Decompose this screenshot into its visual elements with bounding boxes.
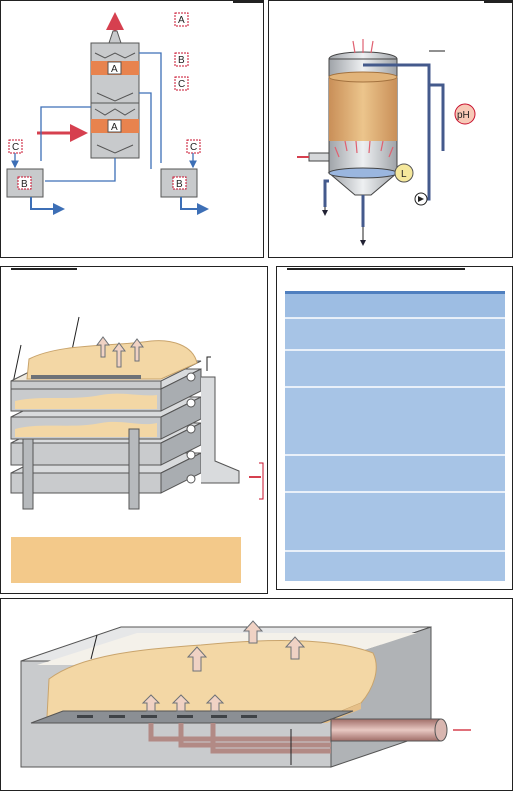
air-distribution-pipes <box>148 723 331 754</box>
tray-stack <box>10 340 202 494</box>
svg-text:B: B <box>176 179 183 190</box>
blue-pipes <box>11 52 209 215</box>
svg-text:A: A <box>111 64 118 75</box>
svg-text:C: C <box>12 142 19 153</box>
table-row-dividers <box>285 317 505 552</box>
table-body <box>285 291 505 581</box>
panel-b-reactor: pH L <box>268 0 513 258</box>
caption-box <box>11 537 241 583</box>
panel-b-drawing: pH L <box>297 1 512 246</box>
ph-sensor: pH <box>454 103 476 125</box>
svg-text:B: B <box>21 179 28 190</box>
panel-c-drawing <box>10 268 264 583</box>
svg-text:A: A <box>178 15 185 26</box>
label-a-upper: A <box>107 61 122 75</box>
substrate-bed <box>46 640 377 718</box>
label-b-right-top: B <box>174 52 189 67</box>
table-header-row <box>285 294 505 318</box>
airflow-arrows <box>141 620 306 712</box>
air-manifold <box>201 376 240 484</box>
label-a-lower: A <box>107 119 122 133</box>
svg-text:C: C <box>190 142 197 153</box>
panel-a-drawing: A A A B C C C B <box>6 1 263 215</box>
panel-d-table <box>276 266 513 590</box>
airflow-arrows <box>96 336 144 368</box>
packing-bed <box>329 77 397 141</box>
svg-text:B: B <box>178 55 185 66</box>
exhaust-arrows <box>334 39 394 158</box>
panel-e-single-tray <box>0 598 513 791</box>
floor-slots <box>77 715 257 718</box>
svg-text:C: C <box>178 79 185 90</box>
tank-left: B <box>6 168 44 198</box>
label-c-left: C <box>8 139 23 154</box>
level-sensor: L <box>394 163 414 183</box>
label-c-right: C <box>174 76 189 91</box>
label-a-top: A <box>174 12 189 27</box>
inlet-pipe <box>330 718 442 742</box>
svg-text:A: A <box>111 122 118 133</box>
manifold-valves <box>186 372 196 484</box>
svg-text:pH: pH <box>457 110 470 121</box>
panel-d-drawing <box>285 268 505 581</box>
tank-right: B <box>160 168 198 198</box>
label-c-right-low: C <box>186 139 201 154</box>
panel-a-column-schematic: A A A B C C C B <box>0 0 264 258</box>
panel-c-tray-stack <box>0 266 268 594</box>
svg-text:L: L <box>401 169 407 180</box>
panel-e-drawing <box>20 620 471 768</box>
